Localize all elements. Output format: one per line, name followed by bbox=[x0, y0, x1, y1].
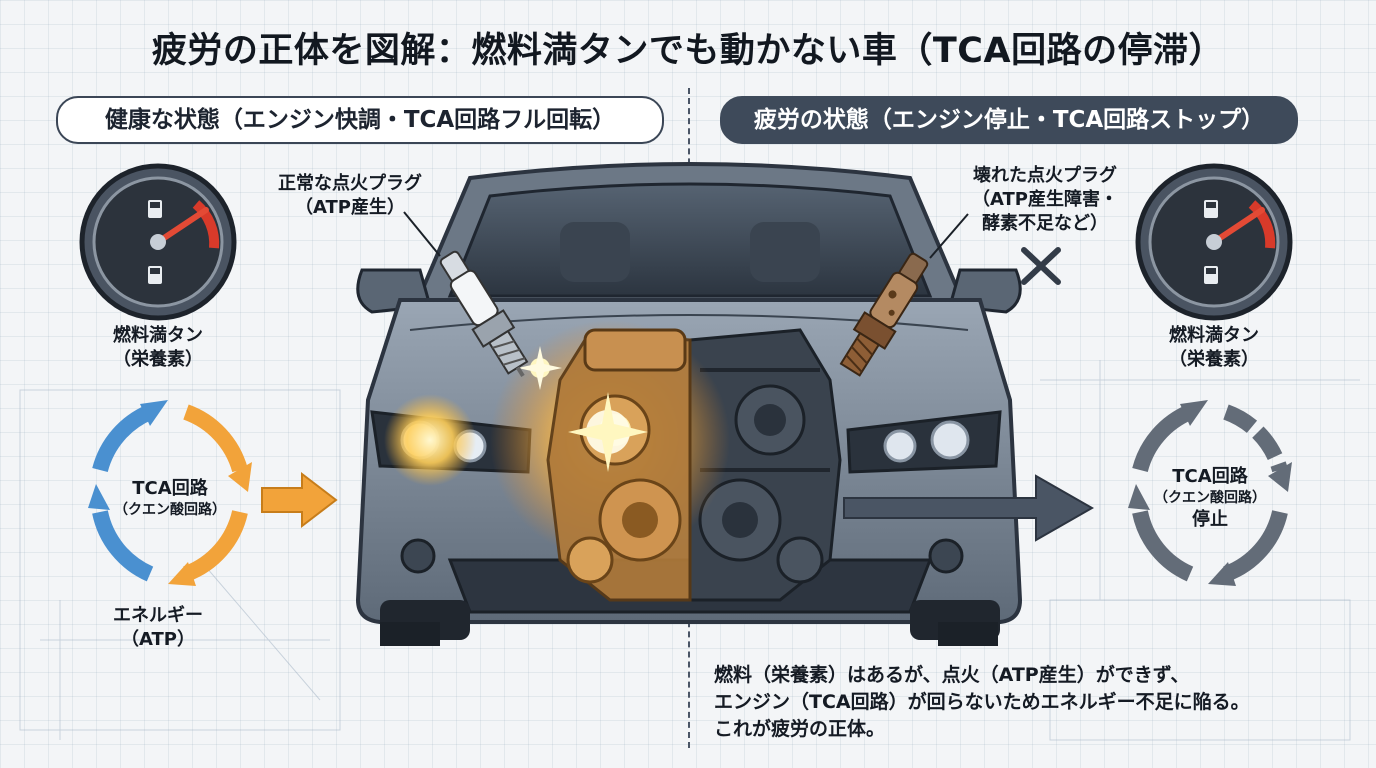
broken-spark-plug bbox=[839, 213, 969, 377]
page-title: 疲労の正体を図解：燃料満タンでも動かない車（TCA回路の停滞） bbox=[151, 31, 1225, 71]
x-mark-icon bbox=[1021, 247, 1061, 285]
arrow-right-icon bbox=[843, 474, 1095, 542]
cycle-arrow-icon bbox=[1132, 404, 1194, 473]
arrow-right-icon bbox=[261, 471, 338, 529]
cycle-arrow-icon bbox=[92, 510, 154, 582]
right-tca-cycle bbox=[1128, 400, 1292, 586]
fuel-pump-icon bbox=[1204, 200, 1218, 284]
engine-illustration bbox=[490, 320, 842, 602]
right-fuel-label: 燃料満タン （栄養素） bbox=[1169, 325, 1259, 370]
cycle-arrow-icon bbox=[1223, 404, 1288, 473]
cycle-arrow-icon bbox=[182, 510, 248, 582]
left-tca-cycle bbox=[88, 400, 252, 586]
fatigue-state-header: 疲労の状態（エンジン停止・TCA回路ストップ） bbox=[720, 96, 1298, 144]
cycle-arrow-icon bbox=[1222, 510, 1288, 582]
right-cycle-label: TCA回路 （クエン酸回路） 停止 bbox=[1154, 466, 1266, 530]
cycle-arrow-icon bbox=[183, 404, 248, 473]
energy-label: エネルギー （ATP） bbox=[113, 605, 203, 650]
explanation-caption: 燃料（栄養素）はあるが、点火（ATP産生）ができず、 エンジン（TCA回路）が回… bbox=[714, 664, 1250, 740]
broken-spark-plug-label: 壊れた点火プラグ （ATP産生障害・ 酵素不足など） bbox=[971, 165, 1118, 234]
fuel-pump-icon bbox=[148, 200, 162, 284]
healthy-spark-plug bbox=[403, 211, 529, 378]
cycle-arrow-icon bbox=[1132, 510, 1194, 582]
left-fuel-gauge bbox=[79, 163, 237, 321]
left-cycle-label: TCA回路 （クエン酸回路） bbox=[114, 478, 226, 518]
right-fuel-gauge bbox=[1135, 163, 1293, 321]
blueprint-lines bbox=[19, 360, 1360, 741]
left-fuel-label: 燃料満タン （栄養素） bbox=[113, 325, 203, 370]
spark-icon bbox=[518, 346, 648, 472]
healthy-spark-plug-label: 正常な点火プラグ （ATP産生） bbox=[278, 173, 422, 218]
cycle-arrow-icon bbox=[92, 404, 154, 473]
healthy-state-header: 健康な状態（エンジン快調・TCA回路フル回転） bbox=[56, 96, 664, 144]
